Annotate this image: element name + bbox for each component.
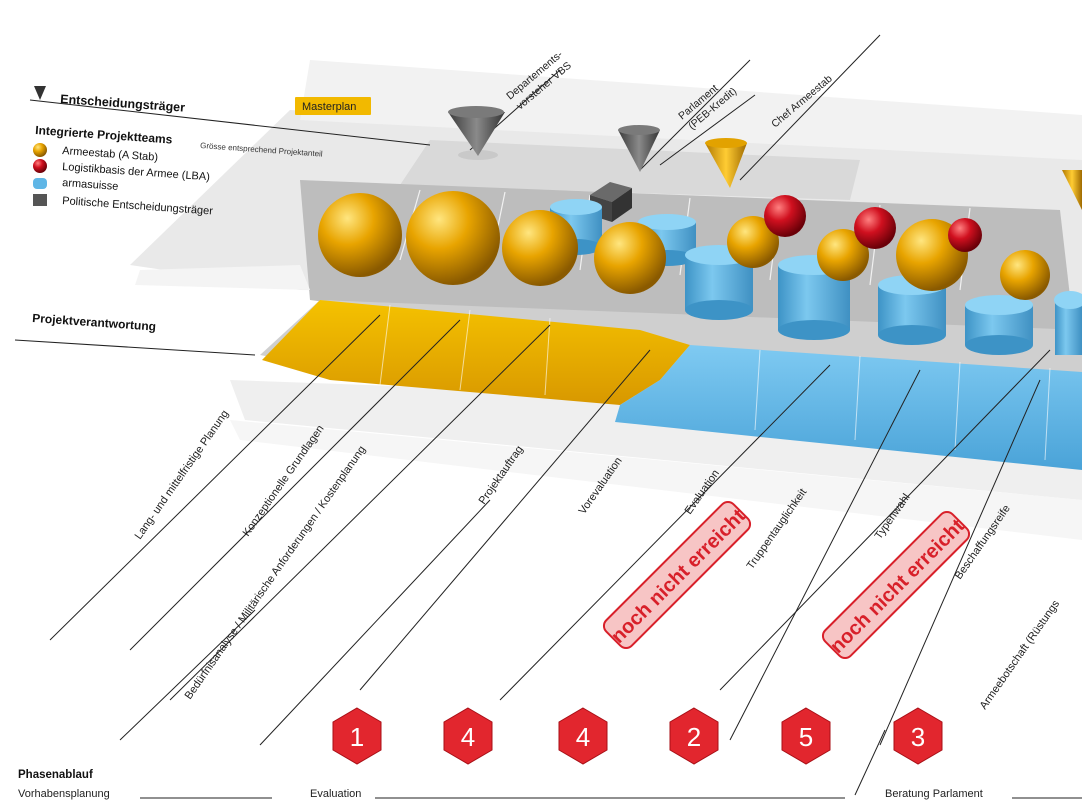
hex-marker-4: 2 — [669, 707, 719, 765]
parliament-cone-icon — [618, 130, 660, 172]
svg-text:1: 1 — [350, 722, 364, 752]
legend-decision-header: Entscheidungsträger — [60, 92, 186, 115]
masterplan-badge — [295, 97, 371, 115]
lba-sphere-icon — [33, 159, 47, 173]
legend-item-armasuisse: armasuisse — [62, 177, 119, 193]
step-label-planning: Lang- und mittelfristige Planung — [133, 408, 232, 542]
stamp-1-text: noch nicht erreicht — [607, 505, 750, 648]
masterplan-label: Masterplan — [302, 101, 356, 113]
responsibility-arrow-blue — [615, 345, 1082, 470]
svg-text:2: 2 — [687, 722, 701, 752]
team-spheres — [318, 191, 1050, 300]
legend-rules — [14, 99, 431, 356]
phase-parliament: Beratung Parlament — [885, 788, 983, 800]
svg-text:5: 5 — [799, 722, 813, 752]
armasuisse-cylinder-icon — [33, 178, 47, 189]
arrow-segments — [379, 304, 1051, 461]
hex-marker-6: 3 — [893, 707, 943, 765]
hex-marker-2: 4 — [443, 707, 493, 765]
phase-bar: Phasenablauf Vorhabensplanung Evaluation… — [18, 729, 1082, 800]
chief-cone-icon — [705, 143, 747, 188]
phase-evaluation: Evaluation — [310, 788, 361, 800]
hex-marker-3: 4 — [558, 707, 608, 765]
step-guide-lines — [49, 34, 1051, 746]
step-label-message: Armeebotschaft (Rüstungs — [978, 598, 1063, 712]
svg-text:3: 3 — [911, 722, 925, 752]
decision-cones — [448, 106, 1082, 210]
responsibility-label: Projektverantwortung — [32, 311, 157, 334]
vbs-cone-icon — [448, 112, 505, 156]
legend-teams-header: Integrierte Projektteams — [35, 123, 173, 147]
svg-text:4: 4 — [576, 722, 590, 752]
decision-maker-cone-icon — [34, 86, 46, 100]
right-cone-icon — [1062, 170, 1082, 210]
phase-planning: Vorhabensplanung — [18, 788, 110, 800]
politics-cube-icon — [33, 194, 47, 206]
hex-marker-5: 5 — [781, 707, 831, 765]
hex-marker-1: 1 — [332, 707, 382, 765]
svg-text:4: 4 — [461, 722, 475, 752]
stamp-2-text: noch nicht erreicht — [826, 515, 969, 658]
legend-item-politics: Politische Entscheidungsträger — [62, 195, 214, 218]
legend-item-armeestab: Armeestab (A Stab) — [62, 145, 159, 164]
phase-header: Phasenablauf — [18, 769, 93, 781]
hex-markers: 1 4 4 2 5 3 — [332, 707, 943, 765]
armeestab-sphere-icon — [33, 143, 47, 157]
